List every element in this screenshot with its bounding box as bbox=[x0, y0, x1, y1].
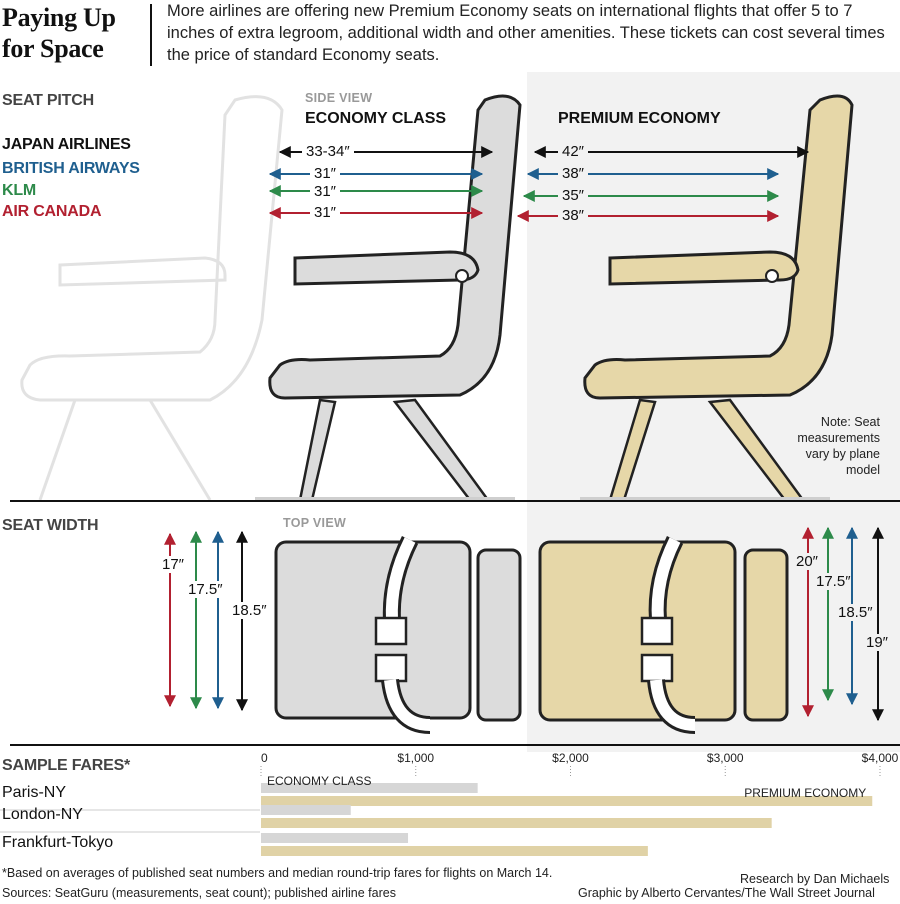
title-divider bbox=[150, 4, 152, 66]
sample-fares-label: SAMPLE FARES* bbox=[2, 757, 131, 774]
pitch-economy-british: 31″ bbox=[310, 165, 340, 182]
airline-british: BRITISH AIRWAYS bbox=[2, 160, 140, 177]
fare-bar-economy bbox=[261, 833, 409, 843]
research-credit: Research by Dan Michaels bbox=[740, 872, 890, 886]
airline-aircanada: AIR CANADA bbox=[2, 203, 102, 220]
airline-japan: JAPAN AIRLINES bbox=[2, 136, 131, 153]
tick-label: $4,000 bbox=[862, 751, 899, 765]
ghost-seat bbox=[20, 95, 284, 501]
width-premium-klm: 17.5″ bbox=[816, 573, 851, 590]
tick-label: $3,000 bbox=[707, 751, 744, 765]
premium-seat bbox=[580, 94, 854, 502]
top-view-label: TOP VIEW bbox=[283, 516, 347, 530]
intro-text: More airlines are offering new Premium E… bbox=[167, 2, 885, 64]
pitch-premium-aircanada: 38″ bbox=[558, 207, 588, 224]
width-premium-british: 18.5″ bbox=[838, 604, 873, 621]
airline-klm: KLM bbox=[2, 182, 37, 199]
category-label: London-NY bbox=[2, 806, 83, 823]
premium-seat-top bbox=[538, 535, 789, 734]
fare-bar-premium bbox=[261, 818, 772, 828]
pitch-premium-japan: 42″ bbox=[558, 143, 588, 160]
sources: Sources: SeatGuru (measurements, seat co… bbox=[2, 886, 396, 900]
economy-seat-top bbox=[274, 535, 522, 734]
side-view-illustration bbox=[20, 94, 854, 502]
width-premium-japan: 19″ bbox=[866, 634, 888, 651]
economy-class-heading: ECONOMY CLASS bbox=[305, 110, 447, 127]
category-label: Paris-NY bbox=[2, 784, 66, 801]
graphic-credit: Graphic by Alberto Cervantes/The Wall St… bbox=[578, 886, 875, 900]
premium-economy-heading: PREMIUM ECONOMY bbox=[558, 110, 721, 127]
page-title: Paying Up for Space bbox=[2, 3, 116, 63]
top-view-illustration bbox=[164, 526, 884, 734]
fare-bar-premium bbox=[261, 796, 873, 806]
footnote: *Based on averages of published seat num… bbox=[2, 866, 553, 880]
measurement-note: Note: Seat measurements vary by plane mo… bbox=[797, 415, 880, 477]
section-divider bbox=[10, 500, 900, 502]
width-economy-aircanada: 17″ bbox=[162, 556, 184, 573]
economy-seat bbox=[255, 94, 522, 502]
tick-label: $2,000 bbox=[552, 751, 589, 765]
fare-bar-economy bbox=[261, 805, 351, 815]
pitch-economy-klm: 31″ bbox=[310, 183, 340, 200]
legend-economy: ECONOMY CLASS bbox=[267, 774, 371, 788]
width-economy-japan: 18.5″ bbox=[232, 602, 267, 619]
category-label: Frankfurt-Tokyo bbox=[2, 834, 113, 851]
pitch-economy-aircanada: 31″ bbox=[310, 204, 340, 221]
pitch-premium-british: 38″ bbox=[558, 165, 588, 182]
pitch-premium-klm: 35″ bbox=[558, 187, 588, 204]
tick-label: 0 bbox=[261, 751, 268, 765]
legend-premium: PREMIUM ECONOMY bbox=[744, 786, 866, 800]
pitch-economy-japan: 33-34″ bbox=[302, 143, 354, 160]
seat-pitch-label: SEAT PITCH bbox=[2, 92, 94, 109]
fares-divider bbox=[10, 744, 900, 746]
fare-bar-premium bbox=[261, 846, 648, 856]
width-premium-aircanada: 20″ bbox=[796, 553, 818, 570]
fare-bar-economy bbox=[261, 783, 478, 793]
pitch-arrows bbox=[268, 146, 810, 222]
seat-width-label: SEAT WIDTH bbox=[2, 517, 99, 534]
side-view-label: SIDE VIEW bbox=[305, 91, 373, 105]
tick-label: $1,000 bbox=[397, 751, 434, 765]
width-economy-klm: 17.5″ bbox=[188, 581, 223, 598]
